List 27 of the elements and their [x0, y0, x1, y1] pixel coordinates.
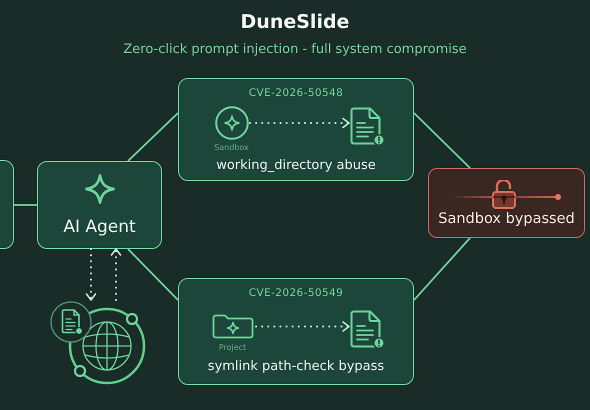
connector-line: [413, 112, 471, 169]
connector-line: [127, 248, 179, 301]
connector-line: [413, 237, 471, 301]
node-label: AI Agent: [63, 217, 136, 237]
document-alert-icon: [348, 308, 384, 348]
icon-caption: Project: [218, 342, 246, 352]
icon-caption: Sandbox: [214, 142, 249, 152]
dotted-arrow: [255, 321, 350, 332]
alert-box: [428, 168, 585, 238]
vulnerability-card: [178, 78, 414, 181]
card-title: working_directory abuse: [216, 157, 376, 174]
node-label: Sandbox bypassed: [438, 210, 575, 228]
cropped-process-box: [0, 160, 14, 249]
document-alert-icon: [348, 106, 384, 146]
dotted-arrow: [86, 248, 96, 301]
vulnerability-card: [178, 278, 414, 385]
connector-line: [127, 112, 179, 162]
card-title: symlink path-check bypass: [208, 358, 384, 375]
connector-line: [14, 204, 37, 206]
diagram-title: DuneSlide: [240, 10, 350, 34]
dotted-arrow: [110, 248, 122, 301]
dotted-arrow: [249, 118, 350, 128]
agent-box: [37, 161, 162, 249]
cve-id: CVE-2026-50549: [248, 286, 344, 300]
globe-orbit-illustration: [50, 300, 146, 386]
cve-id: CVE-2026-50548: [248, 86, 344, 100]
subtitle: Zero-click prompt injection - full system compromise: [123, 41, 467, 58]
